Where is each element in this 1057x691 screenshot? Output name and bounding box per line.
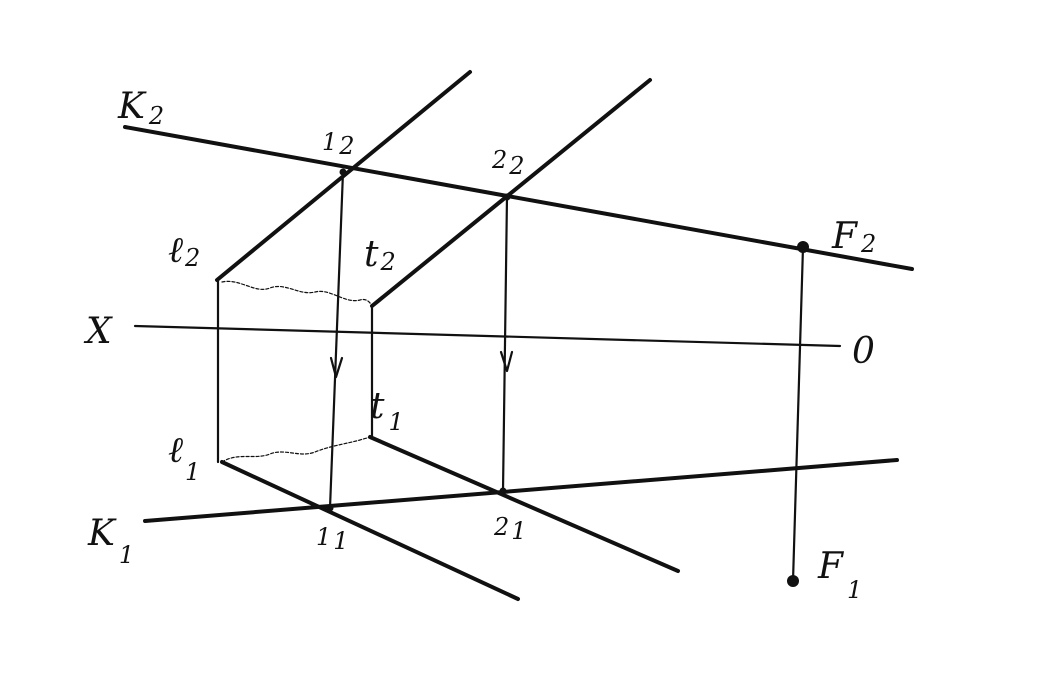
projector-f xyxy=(791,245,805,583)
projector-1 xyxy=(328,170,345,510)
label-point-2-1: 21 xyxy=(493,513,527,545)
point-f1 xyxy=(787,575,799,587)
axis-x-o xyxy=(133,324,842,348)
edge-t2 xyxy=(370,78,652,308)
point-1-2 xyxy=(339,168,347,176)
line-k2 xyxy=(123,125,914,271)
line-k1 xyxy=(143,458,899,523)
edge-l1 xyxy=(220,460,520,601)
label-point-2-2: 22 xyxy=(491,146,525,180)
point-2-2 xyxy=(503,193,511,201)
point-f2 xyxy=(797,241,809,253)
label-l2: ℓ2 xyxy=(168,230,200,272)
projector-2 xyxy=(501,194,509,493)
edge-t1 xyxy=(368,435,680,573)
label-l1: ℓ1 xyxy=(168,430,200,486)
label-f1: F1 xyxy=(817,546,862,604)
arrow-projector-2 xyxy=(499,350,514,373)
label-x: X xyxy=(83,311,113,352)
label-k1: K1 xyxy=(87,513,134,569)
label-o: 0 xyxy=(852,331,875,372)
label-t2: t2 xyxy=(364,234,396,276)
wavy-hatch-top xyxy=(221,436,371,463)
wavy-hatch-front xyxy=(221,280,373,307)
point-2-1 xyxy=(499,487,507,495)
label-point-1-2: 12 xyxy=(322,128,355,160)
label-point-1-1: 11 xyxy=(316,523,349,555)
arrow-projector-1 xyxy=(329,356,344,379)
point-1-1 xyxy=(326,504,334,512)
